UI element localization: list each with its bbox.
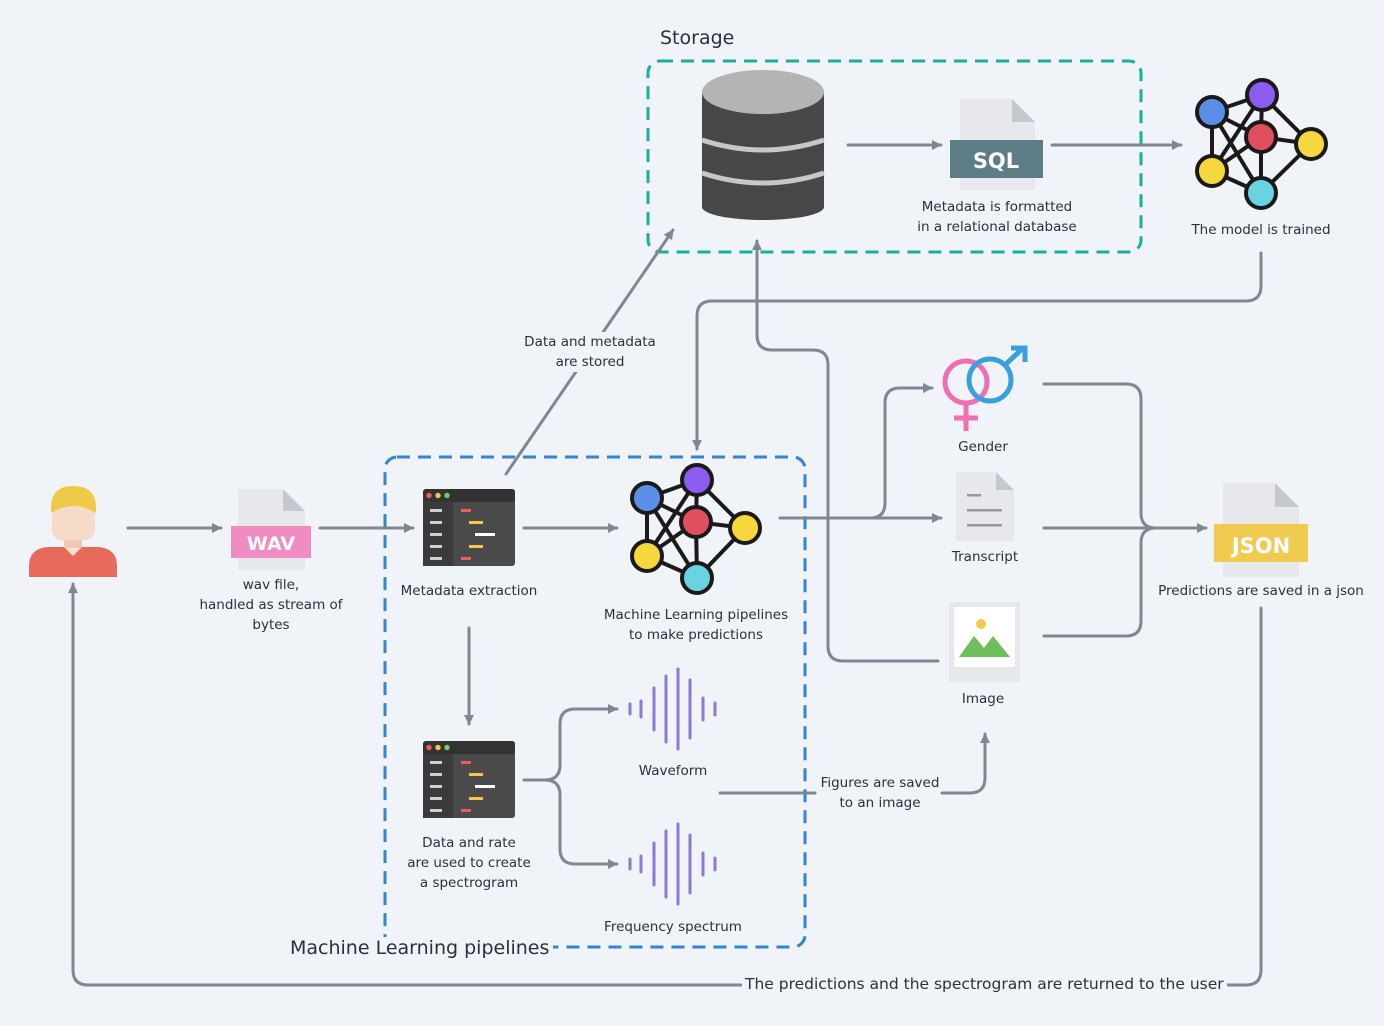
ml-predict-label: Machine Learning pipelines to make predi… bbox=[581, 605, 811, 645]
code-window-icon bbox=[423, 489, 515, 566]
ml-pipelines-title: Machine Learning pipelines bbox=[286, 937, 554, 959]
json-file-icon: JSON bbox=[1214, 483, 1308, 577]
figures-edge-label-line-2: to an image bbox=[839, 795, 921, 811]
frequency-spectrum-icon bbox=[628, 822, 717, 906]
spectrogram-label-line-3: a spectrogram bbox=[419, 875, 519, 891]
sql-label-line-2: in a relational database bbox=[917, 219, 1077, 235]
edge-spectrogram-to-waveform bbox=[522, 704, 619, 782]
edge-model-to-ml bbox=[692, 251, 1263, 451]
stored-edge-label: Data and metadata are stored bbox=[515, 332, 665, 372]
wav-label-line-3: bytes bbox=[252, 617, 290, 633]
returned-edge-label-text: The predictions and the spectrogram are … bbox=[742, 974, 1227, 994]
json-badge-text: JSON bbox=[1230, 534, 1290, 558]
edge-figures-to-image bbox=[940, 732, 990, 795]
gender-symbol-icon bbox=[942, 345, 1028, 431]
sql-label: Metadata is formatted in a relational da… bbox=[897, 197, 1097, 237]
image-label: Image bbox=[961, 691, 1005, 707]
gender-label: Gender bbox=[958, 439, 1008, 455]
sql-label-line-1: Metadata is formatted bbox=[921, 199, 1073, 215]
wav-label: wav file, handled as stream of bytes bbox=[171, 575, 371, 635]
sql-badge-text: SQL bbox=[973, 149, 1019, 173]
edge-image-to-storage bbox=[752, 239, 940, 663]
returned-edge-label: The predictions and the spectrogram are … bbox=[742, 974, 1227, 994]
user-avatar-icon bbox=[29, 486, 117, 577]
spectrogram-label-line-1: Data and rate bbox=[422, 835, 516, 851]
storage-title: Storage bbox=[656, 27, 739, 49]
ml-neural-network-icon bbox=[630, 463, 762, 595]
sql-file-icon: SQL bbox=[950, 99, 1043, 190]
edge-ml-to-gender bbox=[858, 383, 934, 520]
edge-spectrogram-to-frequency bbox=[543, 778, 619, 869]
edge-image-to-json bbox=[1042, 526, 1158, 638]
spectrogram-label: Data and rate are used to create a spect… bbox=[389, 833, 549, 893]
model-label: The model is trained bbox=[1191, 222, 1331, 238]
model-neural-network-icon bbox=[1195, 78, 1328, 210]
json-label: Predictions are saved in a json bbox=[1158, 583, 1364, 599]
wav-label-line-2: handled as stream of bbox=[199, 597, 343, 613]
storage-group-border bbox=[646, 59, 1143, 254]
database-icon bbox=[701, 70, 825, 220]
image-file-icon bbox=[949, 602, 1020, 682]
transcript-document-icon bbox=[956, 472, 1014, 541]
stored-edge-label-line-1: Data and metadata bbox=[521, 332, 659, 352]
stored-edge-label-line-2: are stored bbox=[552, 352, 628, 372]
transcript-label: Transcript bbox=[951, 549, 1019, 565]
figures-edge-label-line-1: Figures are saved bbox=[820, 775, 940, 791]
ml-pipelines-group-border bbox=[383, 455, 807, 949]
ml-predict-label-line-2: to make predictions bbox=[629, 627, 763, 643]
waveform-icon bbox=[628, 667, 717, 751]
edge-gender-to-json bbox=[1042, 382, 1158, 530]
frequency-label: Frequency spectrum bbox=[604, 919, 742, 935]
wav-label-line-1: wav file, bbox=[242, 577, 300, 593]
spectrogram-code-window-icon bbox=[423, 741, 515, 818]
spectrogram-label-line-2: are used to create bbox=[407, 855, 531, 871]
waveform-label: Waveform bbox=[638, 763, 708, 779]
ml-predict-label-line-1: Machine Learning pipelines bbox=[603, 607, 789, 623]
edge-json-to-user bbox=[68, 582, 1263, 987]
figures-edge-label: Figures are saved to an image bbox=[812, 773, 948, 813]
wav-file-icon: WAV bbox=[231, 489, 311, 570]
wav-badge-text: WAV bbox=[247, 533, 296, 555]
metadata-extraction-label: Metadata extraction bbox=[400, 583, 538, 599]
